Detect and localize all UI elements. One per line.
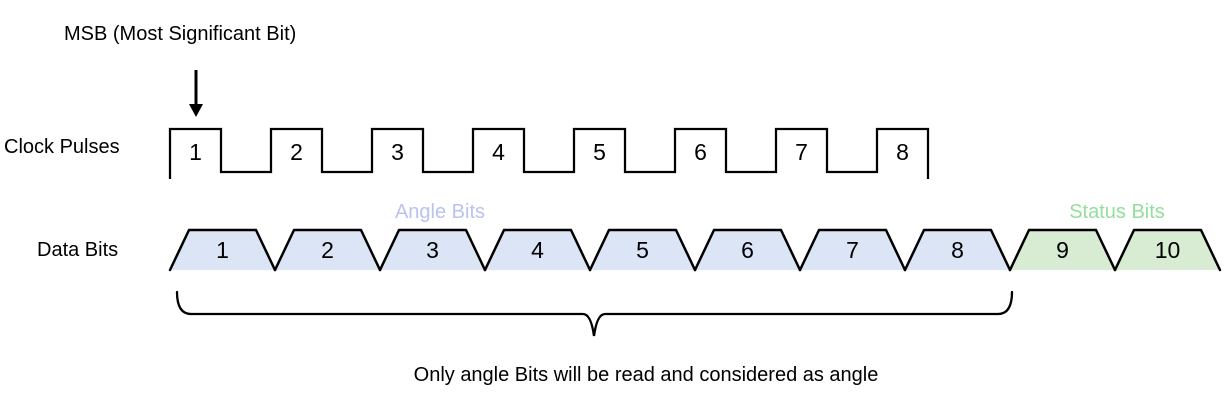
clock-pulse-number: 7: [795, 139, 808, 165]
clock-pulse-number: 1: [189, 139, 202, 165]
clock-pulse-number: 2: [290, 139, 303, 165]
data-bit-number: 1: [216, 237, 229, 263]
data-bit-outline: [903, 228, 1012, 272]
data-bit-outline: [798, 228, 907, 272]
data-bit-cell-angle: [275, 230, 380, 270]
data-bit-cell-angle: [170, 230, 275, 270]
data-bit-cell-status: [1115, 230, 1220, 270]
caption-text: Only angle Bits will be read and conside…: [413, 364, 879, 386]
data-bit-outline: [693, 228, 802, 272]
data-bit-number: 7: [846, 237, 859, 263]
data-bit-cell-angle: [590, 230, 695, 270]
clock-pulse-number: 4: [492, 139, 505, 165]
data-bit-outline: [168, 228, 277, 272]
status-bits-heading: Status Bits: [1069, 201, 1165, 223]
clock-pulse-number: 8: [896, 139, 909, 165]
data-bit-number: 10: [1155, 237, 1181, 263]
data-bit-cell-angle: [695, 230, 800, 270]
data-bit-cell-angle: [905, 230, 1010, 270]
data-bit-outline: [378, 228, 487, 272]
data-bit-outline: [588, 228, 697, 272]
data-bit-outline: [483, 228, 592, 272]
data-bit-cell-status: [1010, 230, 1115, 270]
data-bit-number: 5: [636, 237, 649, 263]
angle-bits-underbrace: [175, 290, 1014, 337]
data-bit-number: 9: [1056, 237, 1069, 263]
msb-arrowhead-icon: [189, 104, 203, 117]
data-bit-number: 4: [531, 237, 544, 263]
clock-waveform: [168, 127, 930, 179]
clock-pulse-number: 3: [391, 139, 404, 165]
msb-label: MSB (Most Significant Bit): [64, 23, 297, 45]
data-bit-number: 6: [741, 237, 754, 263]
data-bit-number: 8: [951, 237, 964, 263]
clock-pulses-label: Clock Pulses: [4, 136, 120, 158]
data-bits-label: Data Bits: [37, 239, 119, 261]
clock-pulse-number: 5: [593, 139, 606, 165]
data-bit-cell-angle: [380, 230, 485, 270]
data-bit-number: 3: [426, 237, 439, 263]
data-bit-number: 2: [321, 237, 334, 263]
data-bit-outline: [1113, 228, 1222, 272]
data-bit-cell-angle: [800, 230, 905, 270]
angle-bits-heading: Angle Bits: [394, 201, 486, 223]
clock-pulse-number: 6: [694, 139, 707, 165]
data-bit-outline: [1008, 228, 1117, 272]
data-bit-outline: [273, 228, 382, 272]
data-bit-cell-angle: [485, 230, 590, 270]
